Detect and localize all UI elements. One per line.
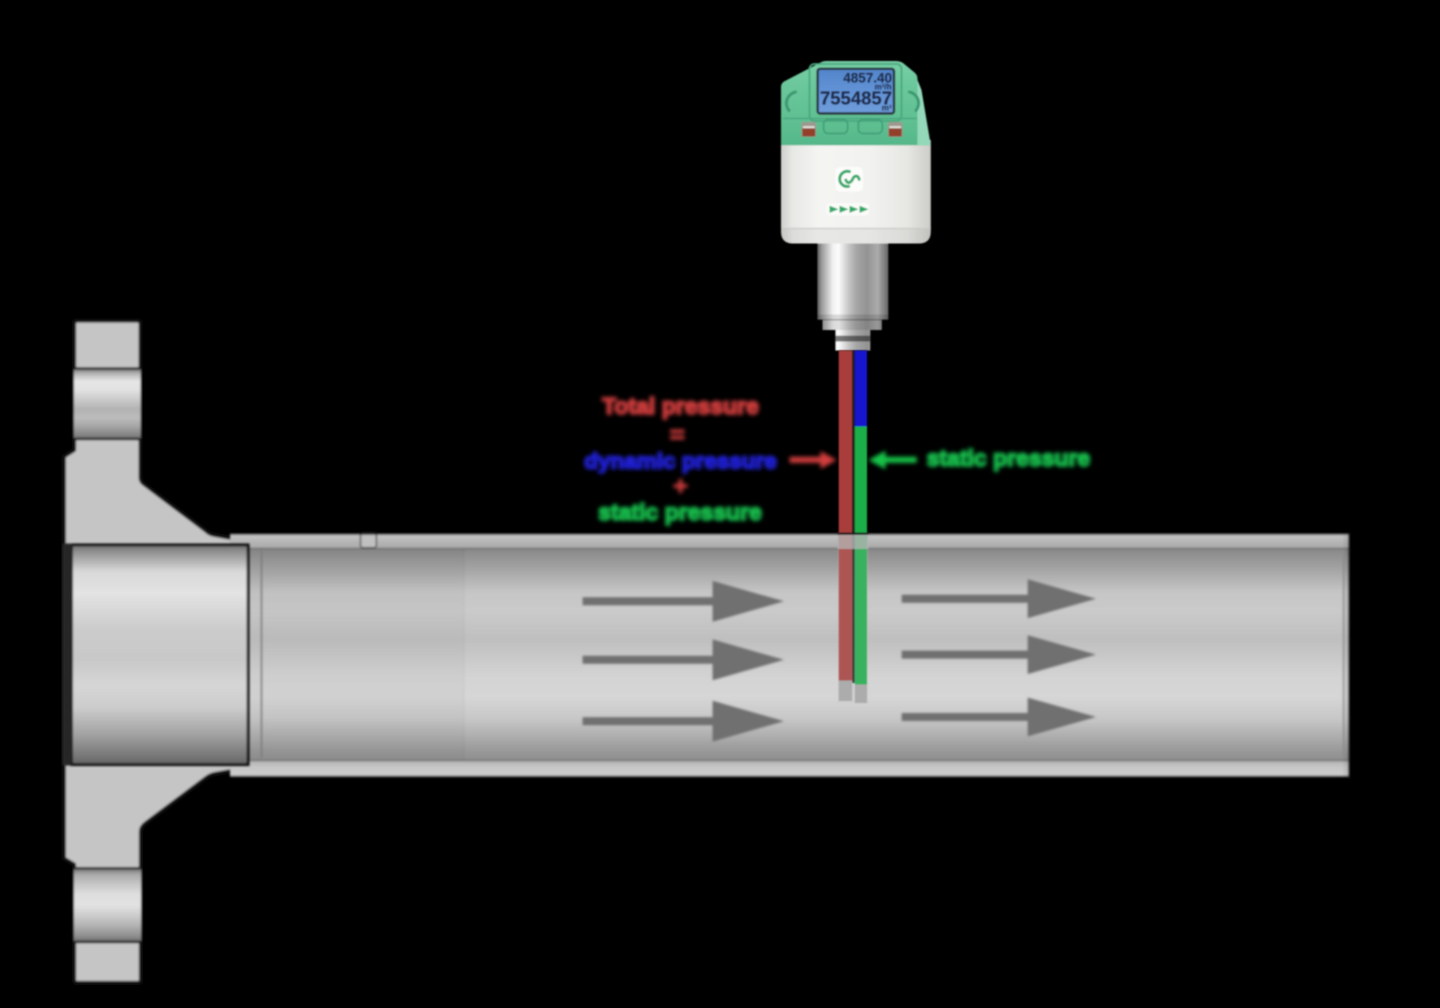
svg-text:static pressure: static pressure	[927, 445, 1091, 471]
svg-text:dynamic pressure: dynamic pressure	[584, 449, 777, 474]
svg-text:static pressure: static pressure	[598, 499, 762, 525]
svg-text:4857.40: 4857.40	[843, 71, 892, 86]
svg-text:m³: m³	[882, 104, 892, 113]
svg-text:7554857: 7554857	[820, 88, 892, 109]
svg-text:m³/h: m³/h	[875, 83, 892, 92]
svg-text:Total pressure: Total pressure	[602, 393, 759, 419]
